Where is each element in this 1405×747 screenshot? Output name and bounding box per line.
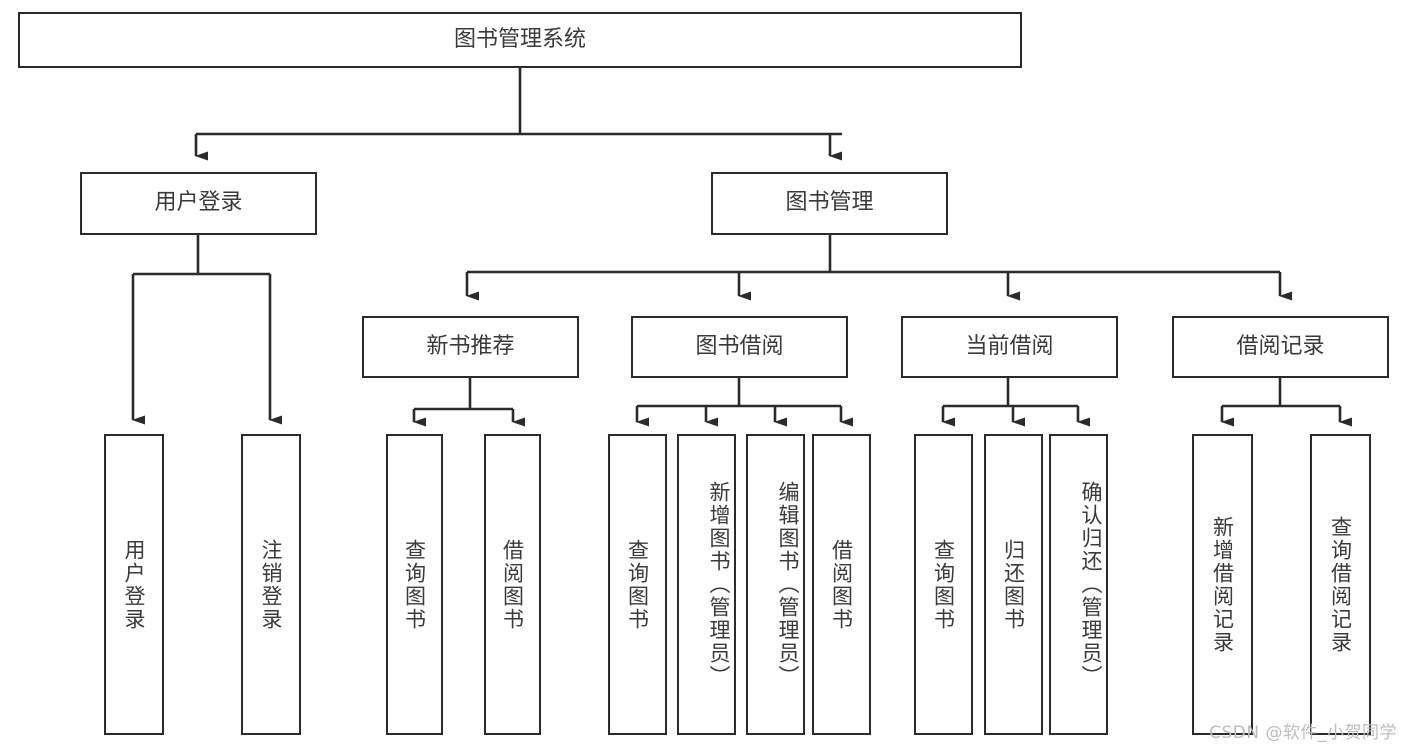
node-book-borrow[interactable]: 图书借阅 [631, 316, 848, 378]
node-root-label: 图书管理系统 [453, 26, 586, 52]
leaf-borrow-record-2[interactable]: 查询借阅记录 [1310, 434, 1371, 735]
leaf-current-borrow-3[interactable]: 确认归还（管理员） [1049, 434, 1108, 735]
node-borrow-record-label: 借阅记录 [1236, 333, 1325, 359]
node-user-login-label: 用户登录 [154, 190, 243, 216]
leaf-book-borrow-3-label: 编辑图书（管理员） [776, 481, 800, 688]
node-borrow-record[interactable]: 借阅记录 [1172, 316, 1389, 378]
node-new-book-recommend-label: 新书推荐 [426, 333, 515, 359]
leaf-book-borrow-2[interactable]: 新增图书（管理员） [677, 434, 736, 735]
leaf-new-book-2[interactable]: 借阅图书 [484, 434, 541, 735]
leaf-book-borrow-4[interactable]: 借阅图书 [812, 434, 871, 735]
node-current-borrow[interactable]: 当前借阅 [901, 316, 1118, 378]
leaf-current-borrow-2-label: 归还图书 [1001, 538, 1026, 631]
node-user-login[interactable]: 用户登录 [80, 172, 317, 235]
leaf-borrow-record-1[interactable]: 新增借阅记录 [1192, 434, 1253, 735]
leaf-book-borrow-2-label: 新增图书（管理员） [707, 481, 731, 688]
leaf-book-borrow-1-label: 查询图书 [625, 538, 650, 631]
leaf-book-borrow-4-label: 借阅图书 [829, 538, 854, 631]
leaf-borrow-record-2-label: 查询借阅记录 [1328, 515, 1353, 654]
node-root[interactable]: 图书管理系统 [18, 12, 1022, 68]
node-new-book-recommend[interactable]: 新书推荐 [362, 316, 579, 378]
node-book-borrow-label: 图书借阅 [695, 333, 784, 359]
node-book-manage[interactable]: 图书管理 [711, 172, 948, 235]
leaf-current-borrow-3-label: 确认归还（管理员） [1079, 481, 1103, 688]
watermark: CSDN @软件_小贺同学 [1209, 723, 1397, 743]
leaf-book-borrow-1[interactable]: 查询图书 [608, 434, 667, 735]
leaf-current-borrow-1[interactable]: 查询图书 [914, 434, 973, 735]
leaf-current-borrow-2[interactable]: 归还图书 [984, 434, 1043, 735]
leaf-new-book-2-label: 借阅图书 [500, 538, 525, 631]
leaf-user-login-1[interactable]: 用户登录 [104, 434, 164, 735]
leaf-new-book-1[interactable]: 查询图书 [386, 434, 443, 735]
leaf-borrow-record-1-label: 新增借阅记录 [1210, 515, 1235, 654]
leaf-current-borrow-1-label: 查询图书 [931, 538, 956, 631]
leaf-user-login-2-label: 注销登录 [259, 538, 283, 631]
leaf-book-borrow-3[interactable]: 编辑图书（管理员） [746, 434, 805, 735]
node-current-borrow-label: 当前借阅 [965, 333, 1054, 359]
node-book-manage-label: 图书管理 [785, 190, 874, 216]
leaf-user-login-2[interactable]: 注销登录 [241, 434, 301, 735]
leaf-new-book-1-label: 查询图书 [402, 538, 427, 631]
leaf-user-login-1-label: 用户登录 [122, 538, 146, 631]
